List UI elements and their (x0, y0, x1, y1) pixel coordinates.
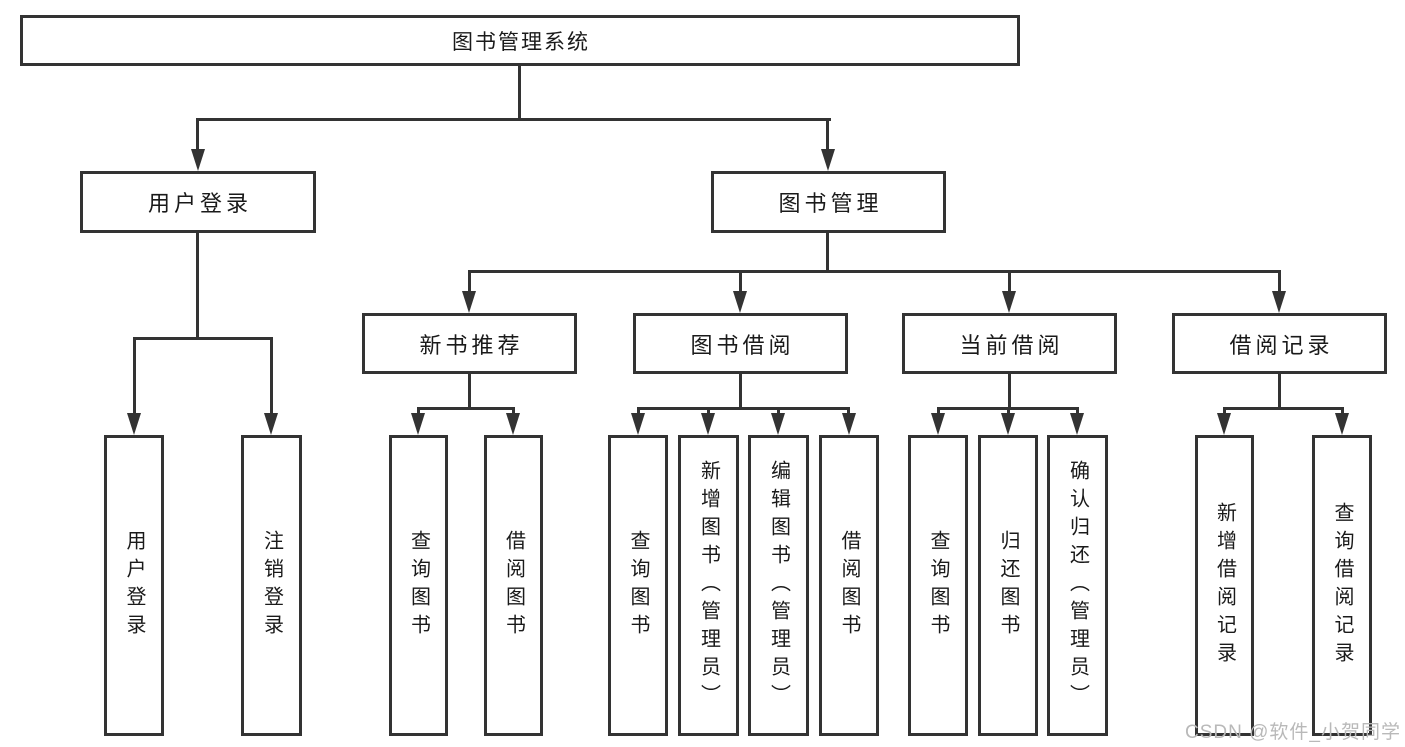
arrow-to-leaf-logout (264, 413, 278, 435)
leaf-query-borrow-record: 查询借阅记录 (1312, 435, 1372, 736)
leaf-query-book-current: 查询图书 (908, 435, 968, 736)
node-book-borrow: 图书借阅 (633, 313, 848, 374)
node-label: 用户登录 (147, 191, 252, 216)
leaf-label: 借阅图书 (502, 529, 525, 642)
connector-leaf-stem (270, 337, 273, 413)
connector-new-book-recommend-bus (417, 407, 515, 410)
connector-user-login-stub (196, 233, 199, 337)
arrow-to-user-login (191, 149, 205, 171)
arrow-to-leaf-add-book (701, 413, 715, 435)
connector-leaf-stem (1341, 407, 1344, 413)
leaf-query-book-borrow: 查询图书 (608, 435, 668, 736)
arrow-to-leaf-user-login (127, 413, 141, 435)
connector-root-stub (518, 64, 521, 118)
node-label: 借阅记录 (1229, 332, 1334, 358)
connector-leaf-stem (937, 407, 940, 413)
connector-user-login-bus (133, 337, 273, 340)
connector-book-management-bus (468, 270, 1281, 273)
connector-leaf-stem (417, 407, 420, 413)
leaf-label: 新增图书（管理员） (697, 459, 720, 712)
arrow-to-leaf-edit-book (771, 413, 785, 435)
leaf-add-book-admin: 新增图书（管理员） (678, 435, 739, 736)
leaf-return-book: 归还图书 (978, 435, 1038, 736)
leaf-label: 查询图书 (407, 529, 430, 642)
connector-to-user-login-stem (196, 118, 199, 151)
csdn-watermark: CSDN @软件_小贺同学 (1185, 722, 1401, 743)
connector-leaf-stem (707, 407, 710, 413)
connector-leaf-stem (847, 407, 850, 413)
arrow-to-leaf-borrow-book-1 (506, 413, 520, 435)
arrow-to-leaf-query-book-1 (411, 413, 425, 435)
connector-level3-stem (1008, 270, 1011, 291)
connector-book-management-stub (826, 233, 829, 270)
leaf-label: 新增借阅记录 (1213, 501, 1236, 670)
leaf-borrow-book-2: 借阅图书 (819, 435, 879, 736)
node-borrow-records: 借阅记录 (1172, 313, 1387, 374)
leaf-edit-book-admin: 编辑图书（管理员） (748, 435, 809, 736)
leaf-confirm-return-admin: 确认归还（管理员） (1047, 435, 1108, 736)
connector-level3-stem (468, 270, 471, 291)
arrow-to-book-management (821, 149, 835, 171)
connector-level3-stem (1278, 270, 1281, 291)
arrow-to-leaf-return-book (1001, 413, 1015, 435)
connector-current-borrow-stub (1008, 373, 1011, 407)
leaf-label: 借阅图书 (838, 529, 860, 642)
node-label: 图书管理系统 (452, 30, 590, 54)
node-library-management-system: 图书管理系统 (20, 15, 1020, 66)
arrow-to-new-book-recommend (462, 291, 476, 313)
leaf-borrow-book-recommend: 借阅图书 (484, 435, 543, 736)
connector-leaf-stem (637, 407, 640, 413)
leaf-label: 查询借阅记录 (1331, 501, 1353, 670)
leaf-label: 编辑图书（管理员） (767, 459, 790, 712)
arrow-to-leaf-borrow-book-2 (842, 413, 856, 435)
node-book-management: 图书管理 (711, 171, 946, 233)
arrow-to-leaf-add-borrow-record (1217, 413, 1231, 435)
leaf-user-login: 用户登录 (104, 435, 164, 736)
arrow-to-current-borrow (1002, 291, 1016, 313)
arrow-to-leaf-query-book-2 (631, 413, 645, 435)
arrow-to-leaf-query-book-3 (931, 413, 945, 435)
node-label: 新书推荐 (419, 332, 524, 358)
leaf-logout: 注销登录 (241, 435, 302, 736)
connector-borrow-records-stub (1278, 373, 1281, 407)
connector-book-borrow-bus (637, 407, 850, 410)
connector-root-bus (196, 118, 831, 121)
node-label: 图书借阅 (690, 332, 795, 358)
leaf-label: 归还图书 (997, 529, 1019, 642)
leaf-add-borrow-record: 新增借阅记录 (1195, 435, 1254, 736)
node-user-login: 用户登录 (80, 171, 316, 233)
connector-borrow-records-bus (1223, 407, 1343, 410)
connector-to-book-management-stem (826, 118, 829, 151)
leaf-label: 用户登录 (123, 529, 145, 642)
arrow-to-leaf-confirm-return (1070, 413, 1084, 435)
connector-leaf-stem (777, 407, 780, 413)
connector-leaf-stem (512, 407, 515, 413)
arrow-to-book-borrow (733, 291, 747, 313)
node-new-book-recommend: 新书推荐 (362, 313, 577, 374)
node-label: 图书管理 (778, 191, 883, 216)
node-current-borrow: 当前借阅 (902, 313, 1117, 374)
leaf-label: 查询图书 (927, 529, 949, 642)
arrow-to-borrow-records (1272, 291, 1286, 313)
connector-level3-stem (739, 270, 742, 291)
connector-leaf-stem (133, 337, 136, 413)
connector-leaf-stem (1223, 407, 1226, 413)
connector-new-book-recommend-stub (468, 373, 471, 407)
node-label: 当前借阅 (959, 332, 1064, 358)
leaf-label: 查询图书 (627, 529, 649, 642)
connector-book-borrow-stub (739, 373, 742, 407)
leaf-label: 注销登录 (260, 529, 283, 642)
leaf-query-book-recommend: 查询图书 (389, 435, 448, 736)
connector-leaf-stem (1076, 407, 1079, 413)
leaf-label: 确认归还（管理员） (1066, 459, 1089, 712)
connector-leaf-stem (1007, 407, 1010, 413)
arrow-to-leaf-query-borrow-record (1335, 413, 1349, 435)
